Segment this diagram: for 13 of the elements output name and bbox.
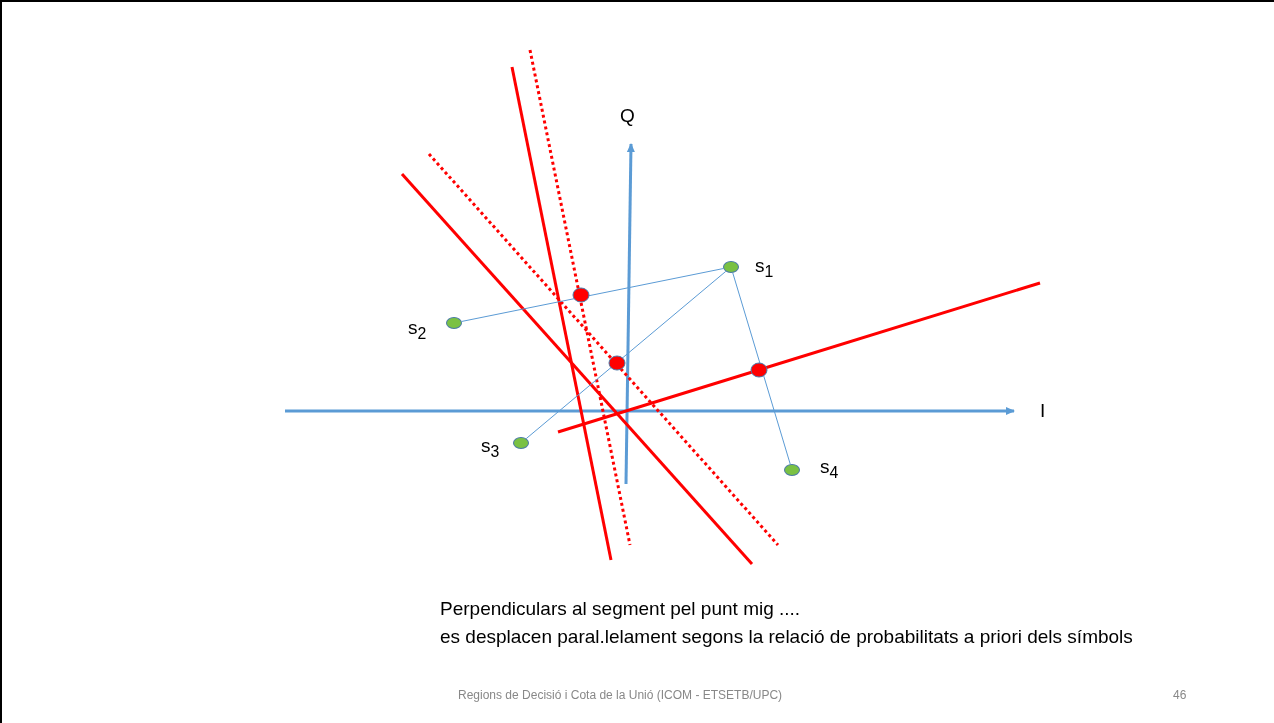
connecting-segment <box>732 272 791 465</box>
symbol-label: s$_{2}$ <box>408 317 427 343</box>
axis-label: Q <box>620 105 635 127</box>
symbol-label: s$_{4}$ <box>820 456 839 482</box>
page-number: 46 <box>1173 688 1187 702</box>
symbol-label: s$_{3}$ <box>481 435 500 461</box>
caption-text: Perpendiculars al segment pel punt mig .... <box>440 598 801 620</box>
connecting-segment <box>525 270 727 440</box>
footer-text: Regions de Decisió i Cota de la Unió (ICOM - ETSETB/UPC) <box>458 688 783 702</box>
symbol-label: s$_{1}$ <box>755 255 774 281</box>
connecting-segment <box>461 268 724 322</box>
axis-label: I <box>1040 400 1046 422</box>
caption-text: es desplacen paral.lelament segons la relació de probabilitats a priori dels símbols <box>440 626 1133 648</box>
